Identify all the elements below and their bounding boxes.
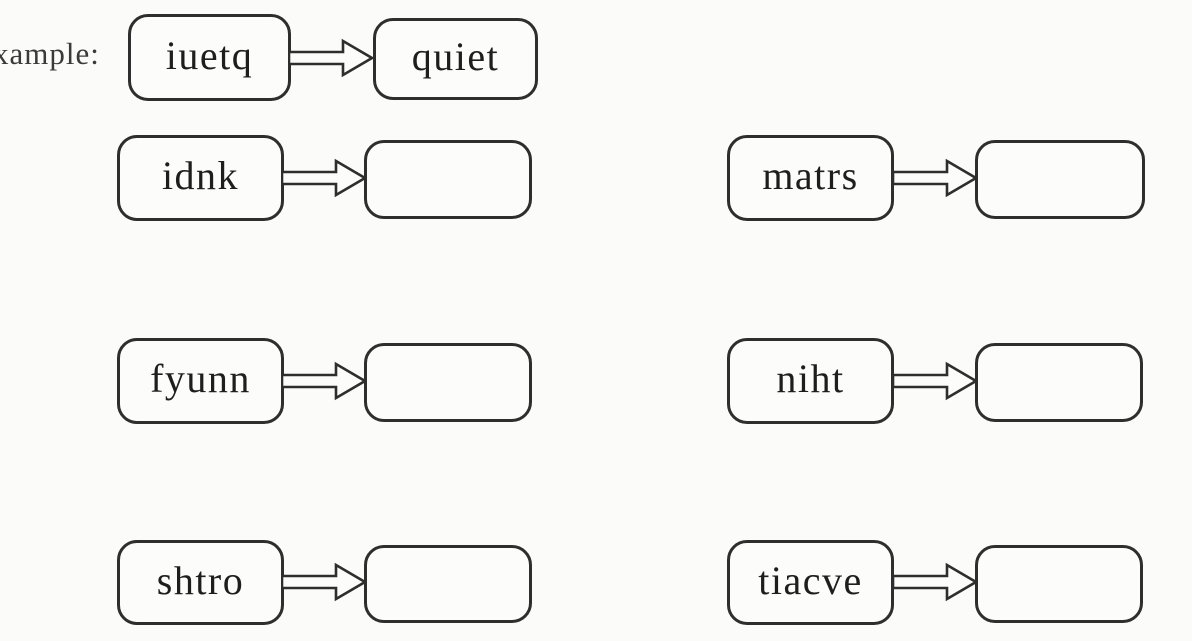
scrambled-word: idnk bbox=[161, 153, 240, 198]
example-answer-word: quiet bbox=[411, 34, 500, 79]
right-arrow-icon bbox=[281, 562, 367, 602]
answer-box[interactable] bbox=[975, 545, 1143, 623]
scrambled-word-box: shtro bbox=[117, 540, 284, 625]
scrambled-word: niht bbox=[776, 356, 845, 401]
scrambled-word-box: niht bbox=[727, 338, 894, 424]
scrambled-word-box: tiacve bbox=[727, 540, 894, 625]
answer-box[interactable] bbox=[364, 140, 532, 219]
scrambled-word: shtro bbox=[156, 557, 245, 603]
scrambled-word-box: fyunn bbox=[117, 338, 284, 424]
right-arrow-icon bbox=[892, 158, 978, 198]
example-scrambled-box: iuetq bbox=[128, 14, 291, 101]
right-arrow-icon bbox=[892, 562, 978, 602]
example-label: xample: bbox=[0, 36, 100, 71]
right-arrow-icon bbox=[281, 361, 367, 401]
right-arrow-icon bbox=[892, 361, 978, 401]
example-scrambled-word: iuetq bbox=[165, 32, 254, 78]
answer-box[interactable] bbox=[975, 343, 1143, 422]
scrambled-word-box: idnk bbox=[117, 135, 284, 221]
scrambled-word: matrs bbox=[762, 153, 859, 198]
scrambled-word-box: matrs bbox=[727, 135, 894, 221]
right-arrow-icon bbox=[288, 38, 374, 78]
scrambled-word: fyunn bbox=[150, 356, 251, 401]
answer-box[interactable] bbox=[364, 343, 532, 422]
example-answer-box: quiet bbox=[373, 18, 538, 100]
answer-box[interactable] bbox=[975, 140, 1145, 219]
right-arrow-icon bbox=[281, 158, 367, 198]
answer-box[interactable] bbox=[364, 545, 532, 623]
scrambled-word: tiacve bbox=[758, 557, 863, 603]
